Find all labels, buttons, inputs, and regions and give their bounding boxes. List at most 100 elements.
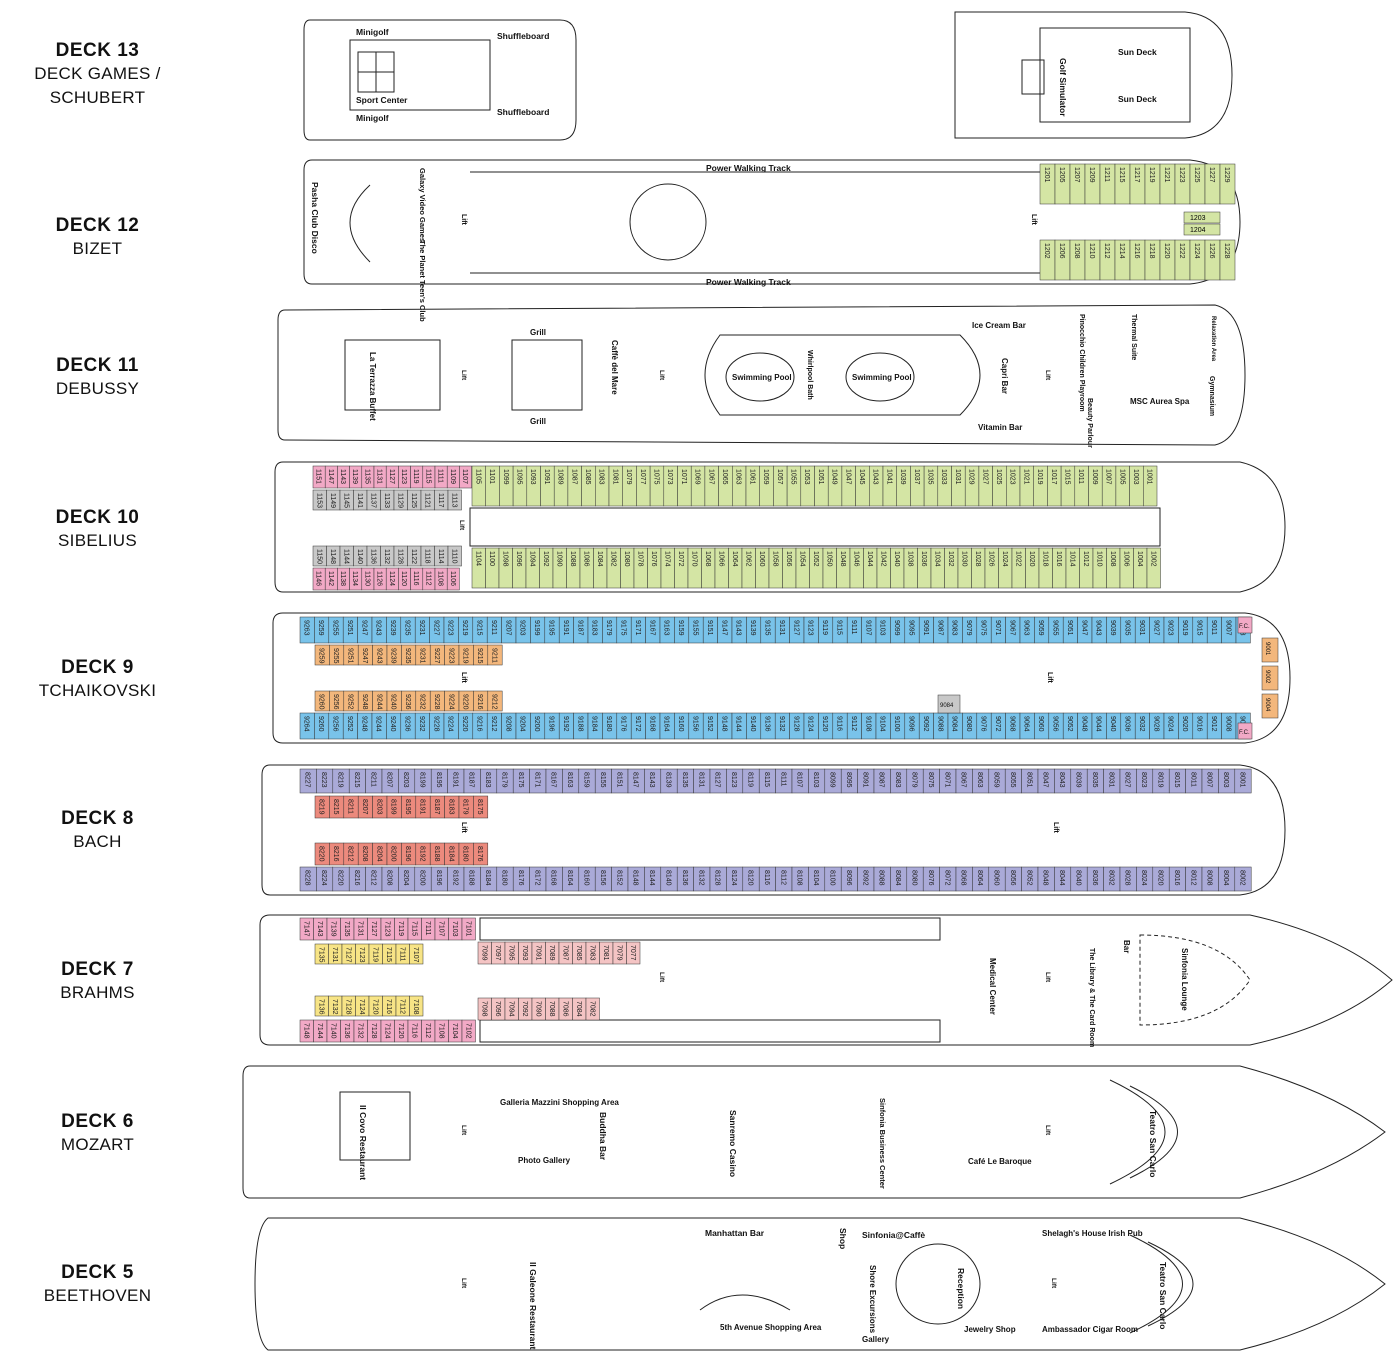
- cabin-number: 8131: [697, 772, 704, 788]
- cabin-number: 7112: [424, 1023, 431, 1038]
- cabin-number: 8012: [1189, 870, 1196, 886]
- cabin-number: 1108: [437, 571, 444, 586]
- cabin-number: 1214: [1118, 243, 1125, 259]
- cabin-number: 9255: [332, 620, 339, 636]
- cabin-number: 8123: [730, 772, 737, 788]
- cabin-number: 7124: [358, 999, 365, 1015]
- cabin-number: 1047: [844, 469, 851, 485]
- cabin-number: 8151: [615, 772, 622, 788]
- deck-10-corridor: [469, 507, 1161, 547]
- cabin-number: 8192: [451, 870, 458, 886]
- cabin-number: 8002: [1239, 870, 1246, 886]
- cabin-number: 8183: [484, 772, 491, 788]
- cabin-number: 8019: [1157, 772, 1164, 788]
- cabin-number: 9251: [347, 648, 354, 664]
- cabin-number: 9219: [461, 620, 468, 636]
- cabin-number: 9248: [360, 716, 367, 732]
- cabin-number: 9119: [821, 620, 828, 635]
- cabin-number: 9004: [1264, 698, 1270, 712]
- cabin-number: 8144: [648, 870, 655, 886]
- deck-8-label: DECK 8 BACH: [0, 808, 195, 854]
- cabin-number: 1141: [356, 493, 363, 508]
- deck-5-plan: [254, 1217, 1386, 1351]
- cabin-number: 9075: [980, 620, 987, 636]
- cabin-number: 1139: [351, 469, 358, 484]
- cabin-number: 1209: [1088, 167, 1095, 183]
- cabin-number: 8035: [1091, 772, 1098, 788]
- cabin-number: 8147: [632, 772, 639, 788]
- cabin-number: 7083: [588, 945, 595, 961]
- cabin-number: 1208: [1073, 243, 1080, 259]
- cabin-number: 8060: [993, 870, 1000, 886]
- cabin-number: 9019: [1181, 620, 1188, 636]
- pasha-disco-curve: [349, 184, 371, 263]
- cabin-number: 9099: [893, 620, 900, 636]
- cabin-number: 9064: [1023, 716, 1030, 732]
- cabin-number: 9135: [764, 620, 771, 636]
- deck-name: SIBELIUS: [58, 531, 137, 550]
- cabin-number: 9071: [994, 620, 1001, 636]
- cabin-number: 8216: [332, 846, 339, 862]
- cabin-number: 1217: [1133, 167, 1140, 183]
- cabin-number: 1012: [1082, 551, 1089, 567]
- teatro-san-carlo-seating: [1129, 1234, 1183, 1334]
- deck-7-plan: [259, 914, 1393, 1046]
- cabin-number: 9195: [548, 620, 555, 636]
- cabin-number: 9179: [605, 620, 612, 636]
- label-lift: Lift: [1044, 370, 1051, 381]
- cabin-number: 8136: [681, 870, 688, 886]
- cabin-number: 9047: [1080, 620, 1087, 636]
- cabin-number: 1223: [1178, 167, 1185, 183]
- label-teatro-san-carlo: Teatro San Carlo: [1158, 1262, 1168, 1329]
- cabin-number: 9001: [1264, 642, 1270, 656]
- cabin-number: 7119: [397, 921, 404, 936]
- cabin-number: 8211: [369, 772, 376, 787]
- cabin-number: 1081: [611, 469, 618, 485]
- cabin-number: 9172: [634, 716, 641, 732]
- cabin-number: 9228: [433, 694, 440, 710]
- cabin-number: 7103: [451, 921, 458, 937]
- label-lift: Lift: [1052, 822, 1059, 834]
- cabin-number: 1202: [1043, 243, 1050, 259]
- cabin-number: 7111: [398, 947, 405, 962]
- cabin-number: 8160: [583, 870, 590, 886]
- cabin-number: 1014: [1068, 551, 1075, 567]
- cabin-number: 9155: [692, 620, 699, 636]
- cabin-number: 8104: [812, 870, 819, 886]
- deck-number: DECK 8: [61, 808, 134, 829]
- cabin-number: 9256: [332, 716, 339, 732]
- cabin-number: 9171: [634, 620, 641, 636]
- cabin-number: 9256: [332, 694, 339, 710]
- cabin-number: 1151: [315, 469, 322, 484]
- cabin-number: 9164: [663, 716, 670, 732]
- cabin-number: 1023: [1009, 469, 1016, 485]
- cabin-number: 9080: [965, 716, 972, 732]
- cabin-number: 8028: [1124, 870, 1131, 886]
- cabin-number: 1035: [926, 469, 933, 485]
- cabin-number: 9215: [476, 648, 483, 664]
- label-lift: Lift: [460, 672, 467, 684]
- cabin-number: 7084: [575, 1001, 582, 1017]
- cabin-number: 9096: [908, 716, 915, 732]
- cabin-number: 1024: [1001, 551, 1008, 567]
- cabin-number: 9184: [591, 716, 598, 732]
- deck-name: DECK GAMES /: [34, 64, 161, 83]
- cabin-number: 8195: [435, 772, 442, 788]
- label-sanremo-casino: Sanremo Casino: [728, 1110, 738, 1177]
- cabin-number: 7115: [410, 921, 417, 936]
- cabin-number: 7087: [561, 945, 568, 961]
- cabin-number: 8175: [517, 772, 524, 788]
- cabin-number: 7095: [507, 945, 514, 961]
- cabin-number: 8016: [1173, 870, 1180, 886]
- cabin-number: 1065: [721, 469, 728, 485]
- cabin-number: 1109: [449, 469, 456, 484]
- cabin-number: 9196: [548, 716, 555, 732]
- label-teatro-san-carlo: Teatro San Carlo: [1148, 1110, 1158, 1177]
- deck-name: DEBUSSY: [55, 379, 140, 398]
- swimming-pool-2: [845, 352, 915, 402]
- cabin-number: 9236: [404, 694, 411, 710]
- cabin-number: 1149: [329, 493, 336, 508]
- label-la-terrazza-buffet: La Terrazza Buffet: [368, 352, 377, 421]
- cabin-number: 1094: [528, 551, 535, 567]
- cabin-number: 9031: [1138, 620, 1145, 636]
